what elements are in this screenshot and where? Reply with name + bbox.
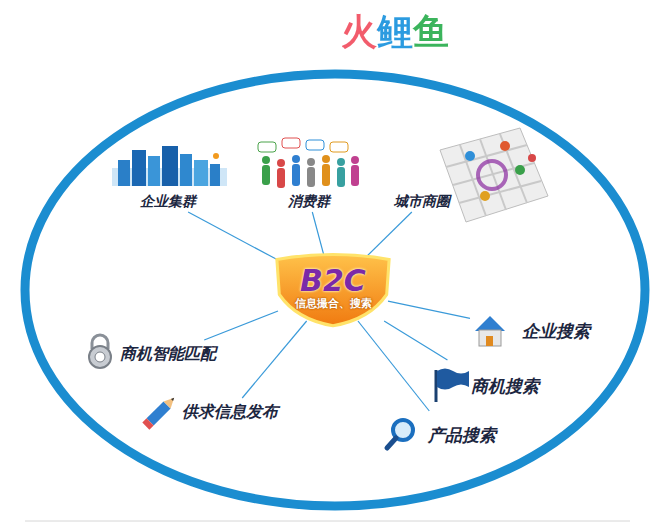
people-icon [258, 138, 359, 188]
connector-line [312, 212, 324, 258]
connector-line [242, 321, 306, 398]
product-search: 产品搜索 [398, 411, 501, 462]
footer-rule [25, 521, 630, 522]
node-label: 商机搜索 [471, 376, 540, 396]
connector-line [384, 321, 447, 360]
connector-line [188, 212, 278, 260]
node-label: 消费群 [288, 193, 331, 210]
b2c-badge: B2C信息撮合、搜索 [272, 252, 394, 327]
cluster-label: 企业集群 [136, 191, 201, 212]
badge-title: B2C [294, 264, 372, 297]
connector-line [388, 301, 470, 318]
node-label: 城市商圈 [394, 193, 451, 210]
building-icon [112, 146, 227, 186]
consumer-label: 消费群 [284, 191, 335, 212]
match-label: 商机智能匹配 [116, 340, 221, 368]
boundary-ellipse [25, 74, 645, 506]
node-label: 企业集群 [140, 193, 197, 210]
node-label: 商机智能匹配 [120, 344, 217, 363]
city-label: 城市商圈 [390, 191, 455, 212]
connector-line [358, 321, 429, 411]
enterprise-search: 企业搜索 [470, 307, 595, 356]
node-label: 企业搜索 [522, 321, 591, 341]
opportunity-search: 商机搜索 [437, 360, 544, 413]
badge-subtitle: 信息撮合、搜索 [294, 297, 372, 310]
city-map-icon [440, 128, 548, 222]
node-label: 供求信息发布 [182, 402, 279, 421]
node-label: 产品搜索 [428, 425, 497, 445]
magnifier-icon [387, 420, 413, 448]
connector-line [204, 311, 278, 340]
connector-line [365, 212, 412, 258]
lock-icon [89, 335, 111, 368]
flag-icon [436, 369, 469, 403]
publish-label: 供求信息发布 [178, 398, 283, 426]
pencil-icon [142, 394, 177, 429]
watermark: 火鲤鱼 [341, 12, 449, 52]
house-icon [475, 316, 505, 346]
